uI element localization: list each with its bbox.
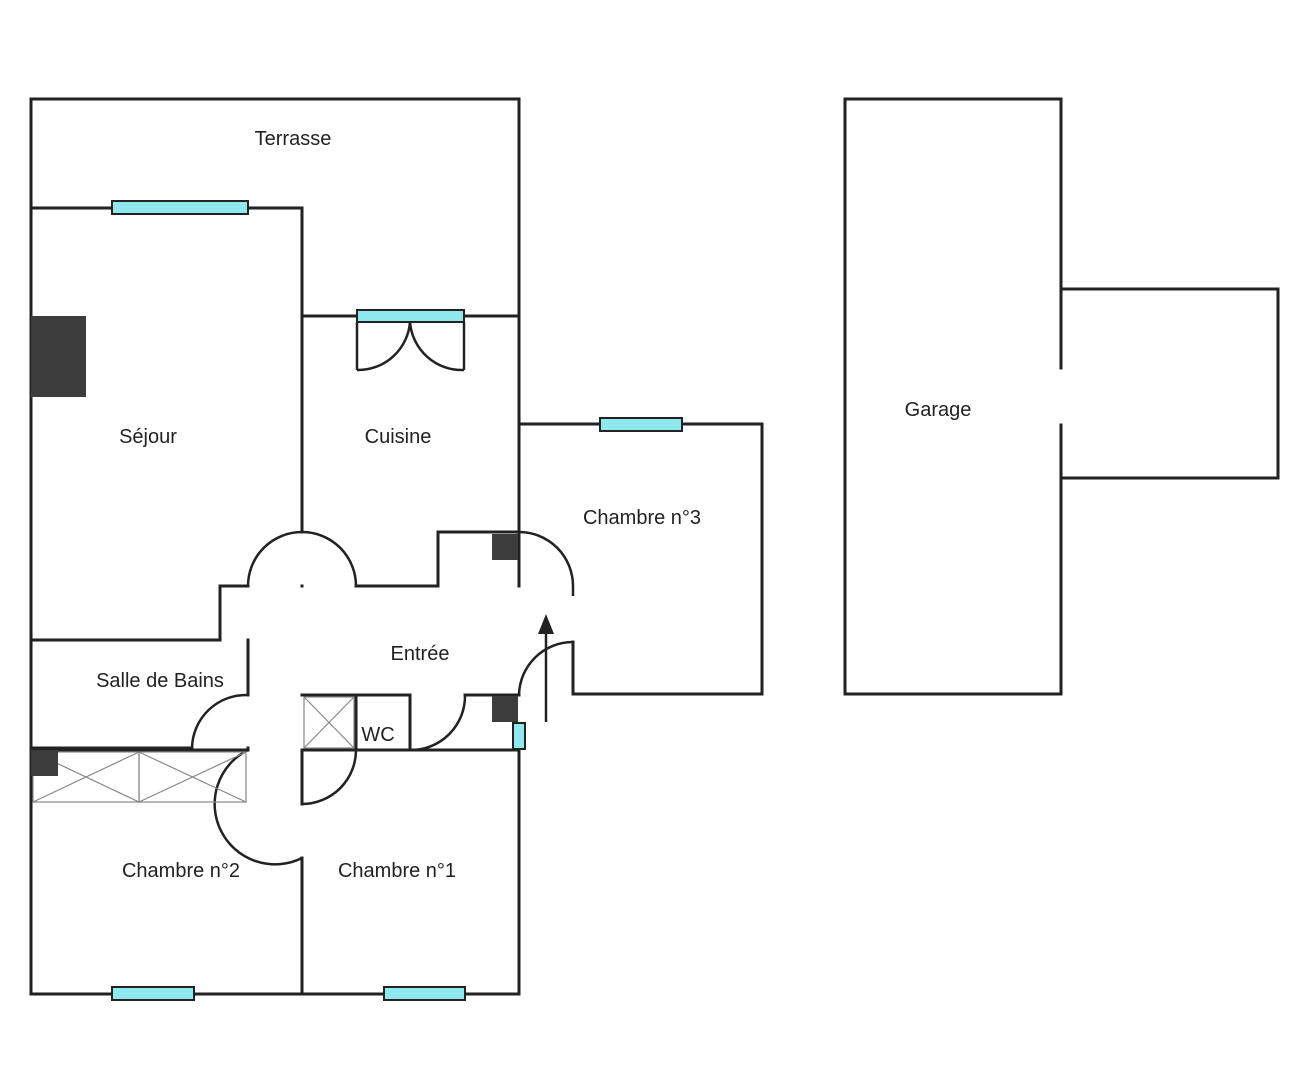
- room-labels: Terrasse Séjour Cuisine Chambre n°3 Entr…: [96, 128, 971, 882]
- label-garage: Garage: [905, 399, 972, 421]
- label-chambre1: Chambre n°1: [338, 860, 456, 882]
- door-chambre1: [301, 749, 358, 806]
- closet-chambre2-b: [138, 751, 247, 803]
- closet-b-x2: [138, 751, 247, 803]
- label-chambre3: Chambre n°3: [583, 507, 701, 529]
- door-wc: [409, 694, 467, 752]
- label-chambre2: Chambre n°2: [122, 860, 240, 882]
- window-chambre3: [599, 417, 683, 432]
- fireplace: [31, 316, 86, 397]
- door-chambre3-upper: [518, 530, 575, 587]
- label-wc: WC: [361, 724, 394, 746]
- window-chambre2: [111, 986, 195, 1001]
- closet-wc-x2: [303, 696, 355, 749]
- label-salle-de-bains: Salle de Bains: [96, 670, 224, 692]
- fixture-entree-bottom: [492, 696, 518, 722]
- label-cuisine: Cuisine: [365, 426, 432, 448]
- window-sejour: [111, 200, 249, 215]
- window-chambre1: [383, 986, 466, 1001]
- window-entree: [512, 722, 526, 750]
- arrow-head: [538, 614, 554, 634]
- doors: [190, 321, 575, 866]
- door-chambre2: [213, 748, 303, 866]
- window-cuisine: [356, 309, 465, 323]
- label-sejour: Séjour: [119, 426, 177, 448]
- door-cabinet-left: [356, 321, 412, 372]
- closet-wc: [303, 696, 355, 749]
- walls: [29, 97, 1280, 996]
- door-cabinet-right: [408, 321, 465, 372]
- entrance-arrow: [538, 614, 554, 722]
- fixture-chambre2: [31, 750, 58, 776]
- door-sejour: [246, 530, 303, 587]
- label-entree: Entrée: [391, 643, 450, 665]
- windows: [111, 200, 683, 1001]
- closet-a-x2: [32, 751, 140, 803]
- door-cuisine: [301, 530, 358, 587]
- fixture-niche-top: [492, 534, 518, 560]
- door-front: [517, 640, 574, 696]
- door-salle-de-bains: [190, 693, 249, 749]
- label-terrasse: Terrasse: [255, 128, 332, 150]
- fixtures: [31, 316, 518, 776]
